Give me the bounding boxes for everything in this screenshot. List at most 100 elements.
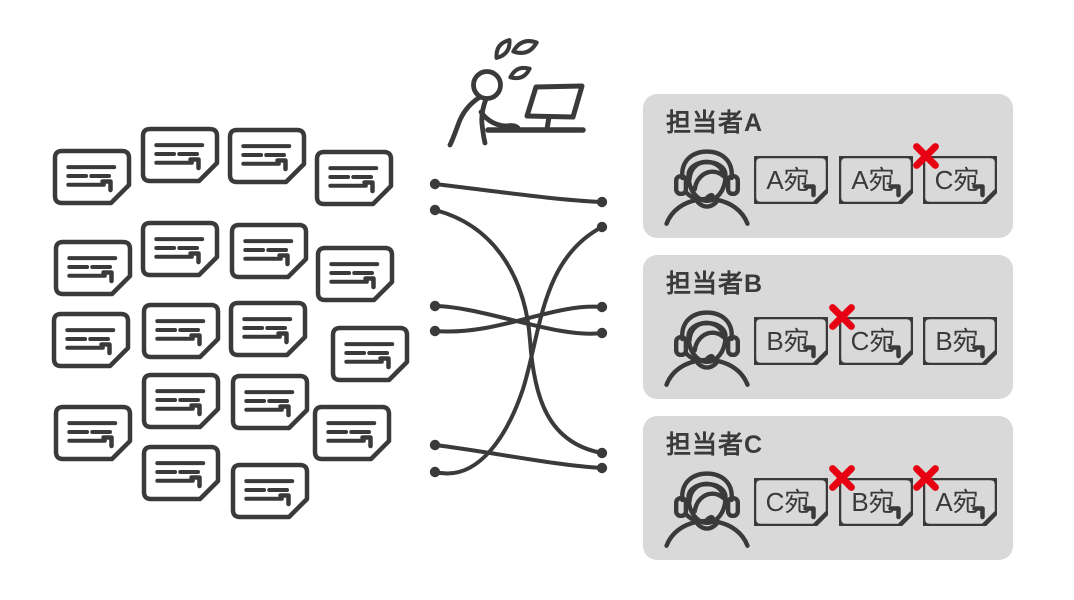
agent-card: 担当者C C宛 B宛 A宛	[643, 416, 1013, 560]
mismatch-x-icon	[913, 465, 939, 491]
agent-card: 担当者B B宛 C宛 B宛	[643, 255, 1013, 399]
note-document-icon	[227, 127, 307, 185]
routing-dot-left	[429, 325, 441, 337]
mismatch-x-icon	[829, 465, 855, 491]
note-document-icon	[230, 373, 310, 431]
headset-earcup-left	[674, 335, 689, 357]
document-label: A宛	[935, 487, 979, 517]
operator-hair	[687, 159, 726, 182]
headset-earcup-right	[725, 335, 740, 357]
operator-hair	[687, 481, 726, 504]
routed-document: A宛	[913, 465, 997, 526]
routed-document: B宛	[754, 317, 828, 365]
note-document-icon	[141, 444, 221, 502]
routing-line	[433, 225, 604, 476]
routing-dot-left	[429, 178, 441, 190]
mismatch-x-icon	[829, 304, 855, 330]
routing-dot-right	[596, 462, 608, 474]
headset-earcup-right	[725, 174, 740, 196]
note-document-icon	[230, 462, 310, 520]
operator-hair	[687, 320, 726, 343]
routed-document: B宛	[829, 465, 913, 526]
routing-dot-right	[596, 301, 608, 313]
note-document-icon	[141, 372, 221, 430]
routed-document: B宛	[923, 317, 997, 365]
document-label: C宛	[765, 487, 811, 517]
worker-head	[471, 69, 503, 101]
note-document-icon	[314, 149, 394, 207]
routing-line	[433, 443, 604, 470]
routed-document: C宛	[754, 478, 828, 526]
document-label: C宛	[934, 165, 980, 195]
routing-dot-right	[596, 221, 608, 233]
operator-hair-sweep	[692, 169, 726, 192]
routing-dot-left	[429, 300, 441, 312]
note-document-icon	[141, 302, 221, 360]
headset-earcup-left	[674, 496, 689, 518]
note-document-icon	[228, 300, 308, 358]
document-label: A宛	[766, 165, 810, 195]
note-document-icon	[53, 404, 133, 462]
routing-dot-left	[429, 439, 441, 451]
agent-title: 担当者A	[666, 109, 764, 137]
operator-hair-sweep	[692, 330, 726, 353]
headset-mic-tip	[705, 192, 715, 202]
routing-line	[433, 304, 604, 334]
routing-line	[433, 182, 604, 204]
headset-band	[680, 471, 734, 503]
operator-shoulders	[664, 519, 750, 548]
sweat-drop-icon	[494, 38, 539, 81]
note-document-icon	[51, 311, 131, 369]
routing-dot-left	[429, 466, 441, 478]
note-document-icon	[330, 325, 410, 383]
routing-dot-right	[596, 327, 608, 339]
note-document-icon	[53, 239, 133, 297]
routing-line	[433, 304, 604, 336]
operator-shoulders	[664, 358, 750, 387]
worker-arm	[478, 109, 522, 133]
note-document-icon	[140, 220, 220, 278]
monitor-icon	[524, 83, 585, 120]
note-document-icon	[923, 317, 997, 365]
routed-document: C宛	[913, 143, 997, 204]
agent-title: 担当者B	[666, 270, 764, 298]
routed-document: A宛	[754, 156, 828, 204]
note-document-icon	[839, 156, 913, 204]
mismatch-x-icon	[913, 143, 939, 169]
headset-mic-tip	[705, 514, 715, 524]
note-document-icon	[312, 404, 392, 462]
operator-headset-icon	[664, 471, 750, 548]
headset-mic-tip	[705, 353, 715, 363]
headset-band	[680, 310, 734, 342]
note-document-icon	[315, 245, 395, 303]
note-document-icon	[229, 222, 309, 280]
agent-card: 担当者A A宛 A宛 C宛	[643, 94, 1013, 238]
routing-dot-left	[429, 204, 441, 216]
tangled-routing-lines	[429, 178, 608, 478]
operator-headset-icon	[664, 310, 750, 387]
note-document-icon	[52, 148, 132, 206]
note-document-icon	[140, 126, 220, 184]
document-label: B宛	[766, 326, 810, 356]
routing-line	[433, 208, 604, 455]
headset-earcup-left	[674, 174, 689, 196]
incoming-documents-cluster	[51, 126, 410, 520]
person-at-computer-icon	[447, 38, 586, 148]
routed-document: C宛	[829, 304, 913, 365]
operator-headset-icon	[664, 149, 750, 226]
routing-dot-right	[596, 196, 608, 208]
headset-earcup-right	[725, 496, 740, 518]
document-label: A宛	[851, 165, 895, 195]
worker-front	[479, 96, 489, 146]
note-document-icon	[754, 156, 828, 204]
routed-document: A宛	[839, 156, 913, 204]
monitor-stand	[544, 114, 552, 132]
note-document-icon	[754, 478, 828, 526]
agent-title: 担当者C	[666, 431, 764, 459]
operator-shoulders	[664, 197, 750, 226]
worker-back	[447, 94, 483, 148]
headset-band	[680, 149, 734, 181]
routing-dot-right	[596, 447, 608, 459]
